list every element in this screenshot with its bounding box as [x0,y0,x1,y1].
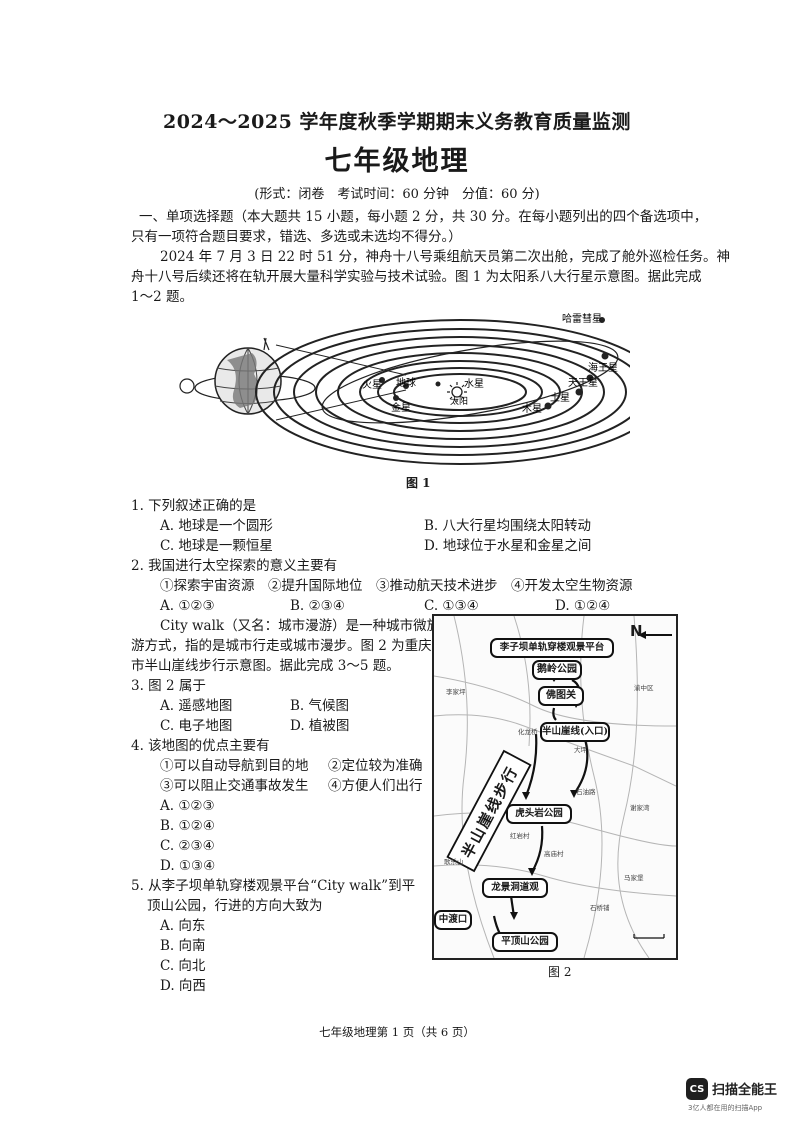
scanner-app-tagline: 3亿人都在用的扫描App [688,1104,763,1112]
q2-stem: 2. 我国进行太空探索的意义主要有 [131,558,338,574]
q2-items: ①探索宇宙资源 ②提升国际地位 ③推动航天技术进步 ④开发太空生物资源 [160,578,633,594]
q1-option-a: A. 地球是一个圆形 [160,518,273,534]
solar-system-figure: 哈雷彗星 海王星 天王星 土星 木星 火星 地球 金星 水星 太阳 [179,312,630,465]
stop-longjingdong: 龙景洞道观 [482,878,548,898]
label-saturn: 土星 [550,391,570,404]
stop-banshan-entrance: 半山崖线(入口) [540,722,610,742]
intro1-line2: 舟十八号后续还将在轨开展大量科学实验与技术试验。图 1 为太阳系八大行星示意图。… [131,269,702,285]
q3-option-b: B. 气候图 [290,698,350,714]
walking-route-map: N 李子坝单轨穿楼观景平台 鹅岭公园 佛图关 半山崖线(入口) 虎头岩公园 龙景… [432,614,678,960]
place-label: 红岩村 [510,832,530,840]
place-label: 渝中区 [634,684,654,692]
moon-icon [179,378,195,394]
scanner-logo-icon: CS [686,1078,708,1100]
q5-stem-line2: 顶山公园，行进的方向大致为 [147,898,323,914]
sun-icon [451,386,463,398]
stop-fotuguan: 佛图关 [538,686,584,706]
q4-item1: ①可以自动导航到目的地 [160,758,309,774]
q4-option-a: A. ①②③ [160,798,215,814]
stop-eling-park: 鹅岭公园 [532,660,582,680]
q5-stem-line1: 5. 从李子坝单轨穿楼观景平台“City walk”到平 [131,878,416,894]
label-jupiter: 木星 [522,403,542,415]
q1-stem: 1. 下列叙述正确的是 [131,498,257,514]
intro1-line1: 2024 年 7 月 3 日 22 时 51 分，神舟十八号乘组航天员第二次出舱… [160,249,731,265]
q4-option-d: D. ①③④ [160,858,216,874]
q4-option-c: C. ②③④ [160,838,215,854]
intro2-line1: City walk（又名：城市漫游）是一种城市微旅 [160,618,441,634]
place-label: 马家堡 [624,874,644,882]
intro2-line2: 游方式，指的是城市行走或城市漫步。图 2 为重庆 [131,638,432,654]
route-banner [446,749,532,873]
q2-option-b: B. ②③④ [290,598,345,614]
q4-stem: 4. 该地图的优点主要有 [131,738,270,754]
place-label: 大坪 [574,746,587,754]
place-label: 李家坪 [446,688,466,696]
q5-option-b: B. 向南 [160,938,206,954]
section-heading-line2: 只有一项符合题目要求，错选、多选或未选均不得分。） [131,229,462,245]
stop-hutouyan-park: 虎头岩公园 [506,804,572,824]
q3-option-a: A. 遥感地图 [160,698,233,714]
q1-option-c: C. 地球是一颗恒星 [160,538,273,554]
label-venus: 金星 [391,401,411,414]
label-neptune: 海王星 [588,361,618,374]
label-earth: 地球 [396,376,416,389]
scanner-app-name: 扫描全能王 [712,1083,778,1098]
stop-pingdingshan-park: 平顶山公园 [492,932,558,952]
place-label: 石油路 [576,788,596,796]
q2-option-d: D. ①②④ [555,598,611,614]
q3-option-c: C. 电子地图 [160,718,233,734]
label-mercury: 水星 [464,378,484,390]
intro1-line3: 1～2 题。 [131,289,193,305]
exam-info: (形式：闭卷 考试时间：60 分钟 分值：60 分) [254,187,540,202]
place-label: 石桥铺 [590,904,610,912]
page-footer: 七年级地理第 1 页（共 6 页） [319,1025,475,1039]
label-mars: 火星 [362,379,382,391]
figure2-caption: 图 2 [548,965,572,979]
place-label: 歌乐山 [444,858,464,866]
subject-title: 七年级地理 [324,146,470,177]
place-label: 高庙村 [544,850,564,858]
north-arrow-icon [638,631,672,639]
place-label: 谢家湾 [630,804,650,812]
q4-item4: ④方便人们出行 [328,778,423,794]
stop-lizibao: 李子坝单轨穿楼观景平台 [490,638,614,658]
q2-option-a: A. ①②③ [160,598,215,614]
q1-option-b: B. 八大行星均围绕太阳转动 [424,518,592,534]
q5-option-c: C. 向北 [160,958,206,974]
q4-item2: ②定位较为准确 [328,758,423,774]
label-comet: 哈雷彗星 [562,312,602,325]
exam-title: 2024～2025 学年度秋季学期期末义务教育质量监测 [163,111,631,133]
q1-option-d: D. 地球位于水星和金星之间 [424,538,592,554]
q5-option-d: D. 向西 [160,978,206,994]
q3-option-d: D. 植被图 [290,718,350,734]
label-uranus: 天王星 [568,377,598,389]
north-label: N [630,622,643,640]
stop-zhongdukou: 中渡口 [434,910,472,930]
section-heading-line1: 一、单项选择题（本大题共 15 小题，每小题 2 分，共 30 分。在每小题列出… [139,209,708,225]
label-sun: 太阳 [450,395,468,407]
figure1-caption: 图 1 [406,476,431,490]
q3-stem: 3. 图 2 属于 [131,678,206,694]
q2-option-c: C. ①③④ [424,598,479,614]
place-label: 化龙桥 [518,728,538,736]
q4-item3: ③可以阻止交通事故发生 [160,778,309,794]
q5-option-a: A. 向东 [160,918,206,934]
q4-option-b: B. ①②④ [160,818,215,834]
intro2-line3: 市半山崖线步行示意图。据此完成 3～5 题。 [131,658,400,674]
